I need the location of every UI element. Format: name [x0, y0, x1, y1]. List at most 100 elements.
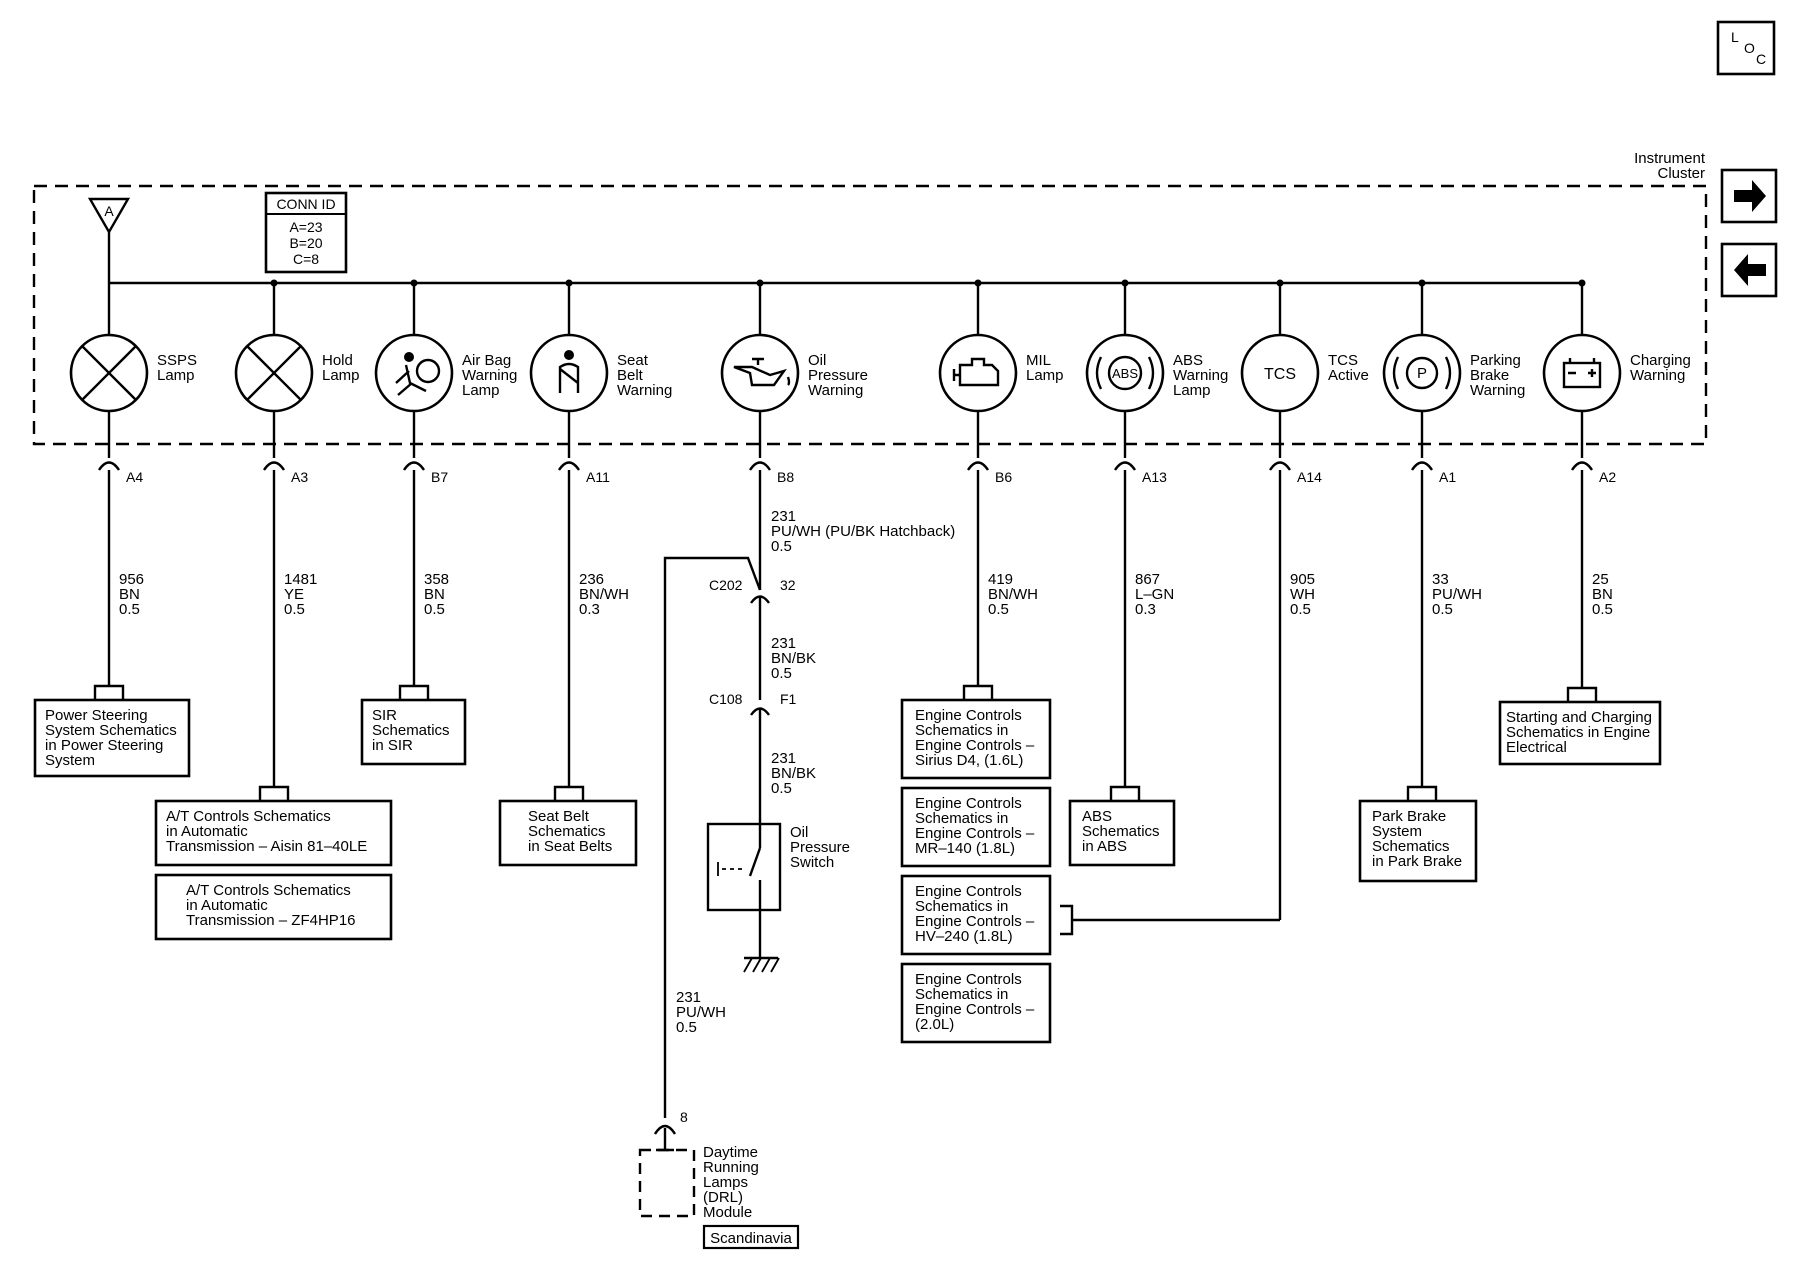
ground-icon: [743, 956, 780, 973]
conn-id-c: C=8: [293, 251, 319, 267]
ref-box-text: Schematics: [372, 722, 450, 739]
bulb-icon: [81, 345, 137, 401]
ref-box-text: System Schematics: [45, 722, 177, 739]
wire-color: YE: [284, 586, 304, 603]
prev-page-button[interactable]: [1720, 242, 1778, 298]
ref-box-text: in ABS: [1082, 838, 1127, 855]
drl-wire-num: 231: [676, 989, 701, 1006]
tcs-icon-text: TCS: [1264, 366, 1296, 383]
bus-marker-label: A: [104, 203, 114, 219]
wire-number: 236: [579, 571, 604, 588]
pin-label: B6: [995, 469, 1012, 485]
ref-box-text: Schematics in: [915, 722, 1008, 739]
ref-box-text: Schematics: [1082, 823, 1160, 840]
lamp-label: Charging: [1630, 352, 1691, 369]
wire-color: BN: [1592, 586, 1613, 603]
ref-box-text: Schematics in: [915, 986, 1008, 1003]
drl-option-label: Scandinavia: [710, 1230, 792, 1247]
lamp-label: Brake: [1470, 367, 1509, 384]
oil-switch-label-3: Switch: [790, 854, 834, 871]
lamp-label: Parking: [1470, 352, 1521, 369]
conn-id-a: A=23: [289, 219, 322, 235]
oil-wire2-num: 231: [771, 635, 796, 652]
ref-box-text: in Automatic: [186, 897, 268, 914]
wire-number: 25: [1592, 571, 1609, 588]
ref-box-text: Engine Controls –: [915, 1001, 1035, 1018]
oil-switch-label-2: Pressure: [790, 839, 850, 856]
ref-box-text: Starting and Charging: [1506, 709, 1652, 726]
ref-box-text: Schematics in Engine: [1506, 724, 1650, 741]
lamp-label: ABS: [1173, 352, 1203, 369]
ref-box-text: Schematics in: [915, 810, 1008, 827]
ref-box-text: in Seat Belts: [528, 838, 612, 855]
pin-label: A13: [1142, 469, 1167, 485]
wire-size: 0.5: [988, 601, 1009, 618]
ref-box-text: System: [45, 752, 95, 769]
c108-pin: F1: [780, 691, 797, 707]
drl-label-3: Lamps: [703, 1174, 748, 1191]
ref-box-text: Engine Controls: [915, 971, 1022, 988]
ref-box-text: Engine Controls –: [915, 825, 1035, 842]
loc-o: O: [1744, 40, 1755, 56]
cluster-label-2: Cluster: [1657, 165, 1705, 182]
lamp-label: TCS: [1328, 352, 1358, 369]
ref-box-text: Engine Controls –: [915, 737, 1035, 754]
ref-box-text: ABS: [1082, 808, 1112, 825]
wire-number: 231: [771, 508, 796, 525]
ref-box-text: Park Brake: [1372, 808, 1446, 825]
next-page-button[interactable]: [1720, 168, 1778, 224]
wire-number: 1481: [284, 571, 317, 588]
tcs-engine-link: [1060, 470, 1282, 936]
ref-box-text: in Park Brake: [1372, 853, 1462, 870]
wire-number: 956: [119, 571, 144, 588]
bus-marker: A: [87, 197, 131, 283]
lamp-label: Active: [1328, 367, 1369, 384]
ref-box-text: Power Steering: [45, 707, 148, 724]
wire-color: PU/WH (PU/BK Hatchback): [771, 523, 955, 540]
lamp-label: Pressure: [808, 367, 868, 384]
oil-wire3-num: 231: [771, 750, 796, 767]
drl-label-5: Module: [703, 1204, 752, 1221]
abs-icon: ABS: [1095, 355, 1155, 391]
wire-color: PU/WH: [1432, 586, 1482, 603]
abs-icon-text: ABS: [1112, 366, 1138, 381]
ref-box-text: Engine Controls: [915, 883, 1022, 900]
lamp-label: Warning: [462, 367, 517, 384]
wire-color: BN: [424, 586, 445, 603]
bulb-icon: [246, 345, 302, 401]
c202-conn: C202: [709, 577, 743, 593]
pin-label: A11: [586, 469, 610, 485]
lamp-label: Warning: [1173, 367, 1228, 384]
pin-label: B8: [777, 469, 794, 485]
parkbrake-icon: P: [1392, 356, 1452, 390]
ref-box-text: System: [1372, 823, 1422, 840]
lamp-label: SSPS: [157, 352, 197, 369]
ref-box-text: SIR: [372, 707, 397, 724]
ref-box-text: Engine Controls: [915, 707, 1022, 724]
wire-size: 0.5: [284, 601, 305, 618]
seatbelt-icon: [558, 350, 580, 393]
oil-wire3-color: BN/BK: [771, 765, 816, 782]
lamp-label: Lamp: [157, 367, 195, 384]
pin-label: A4: [126, 469, 143, 485]
wire-number: 33: [1432, 571, 1449, 588]
wire-color: BN/WH: [988, 586, 1038, 603]
ref-box-text: Engine Controls: [915, 795, 1022, 812]
lamp-label: Lamp: [462, 382, 500, 399]
